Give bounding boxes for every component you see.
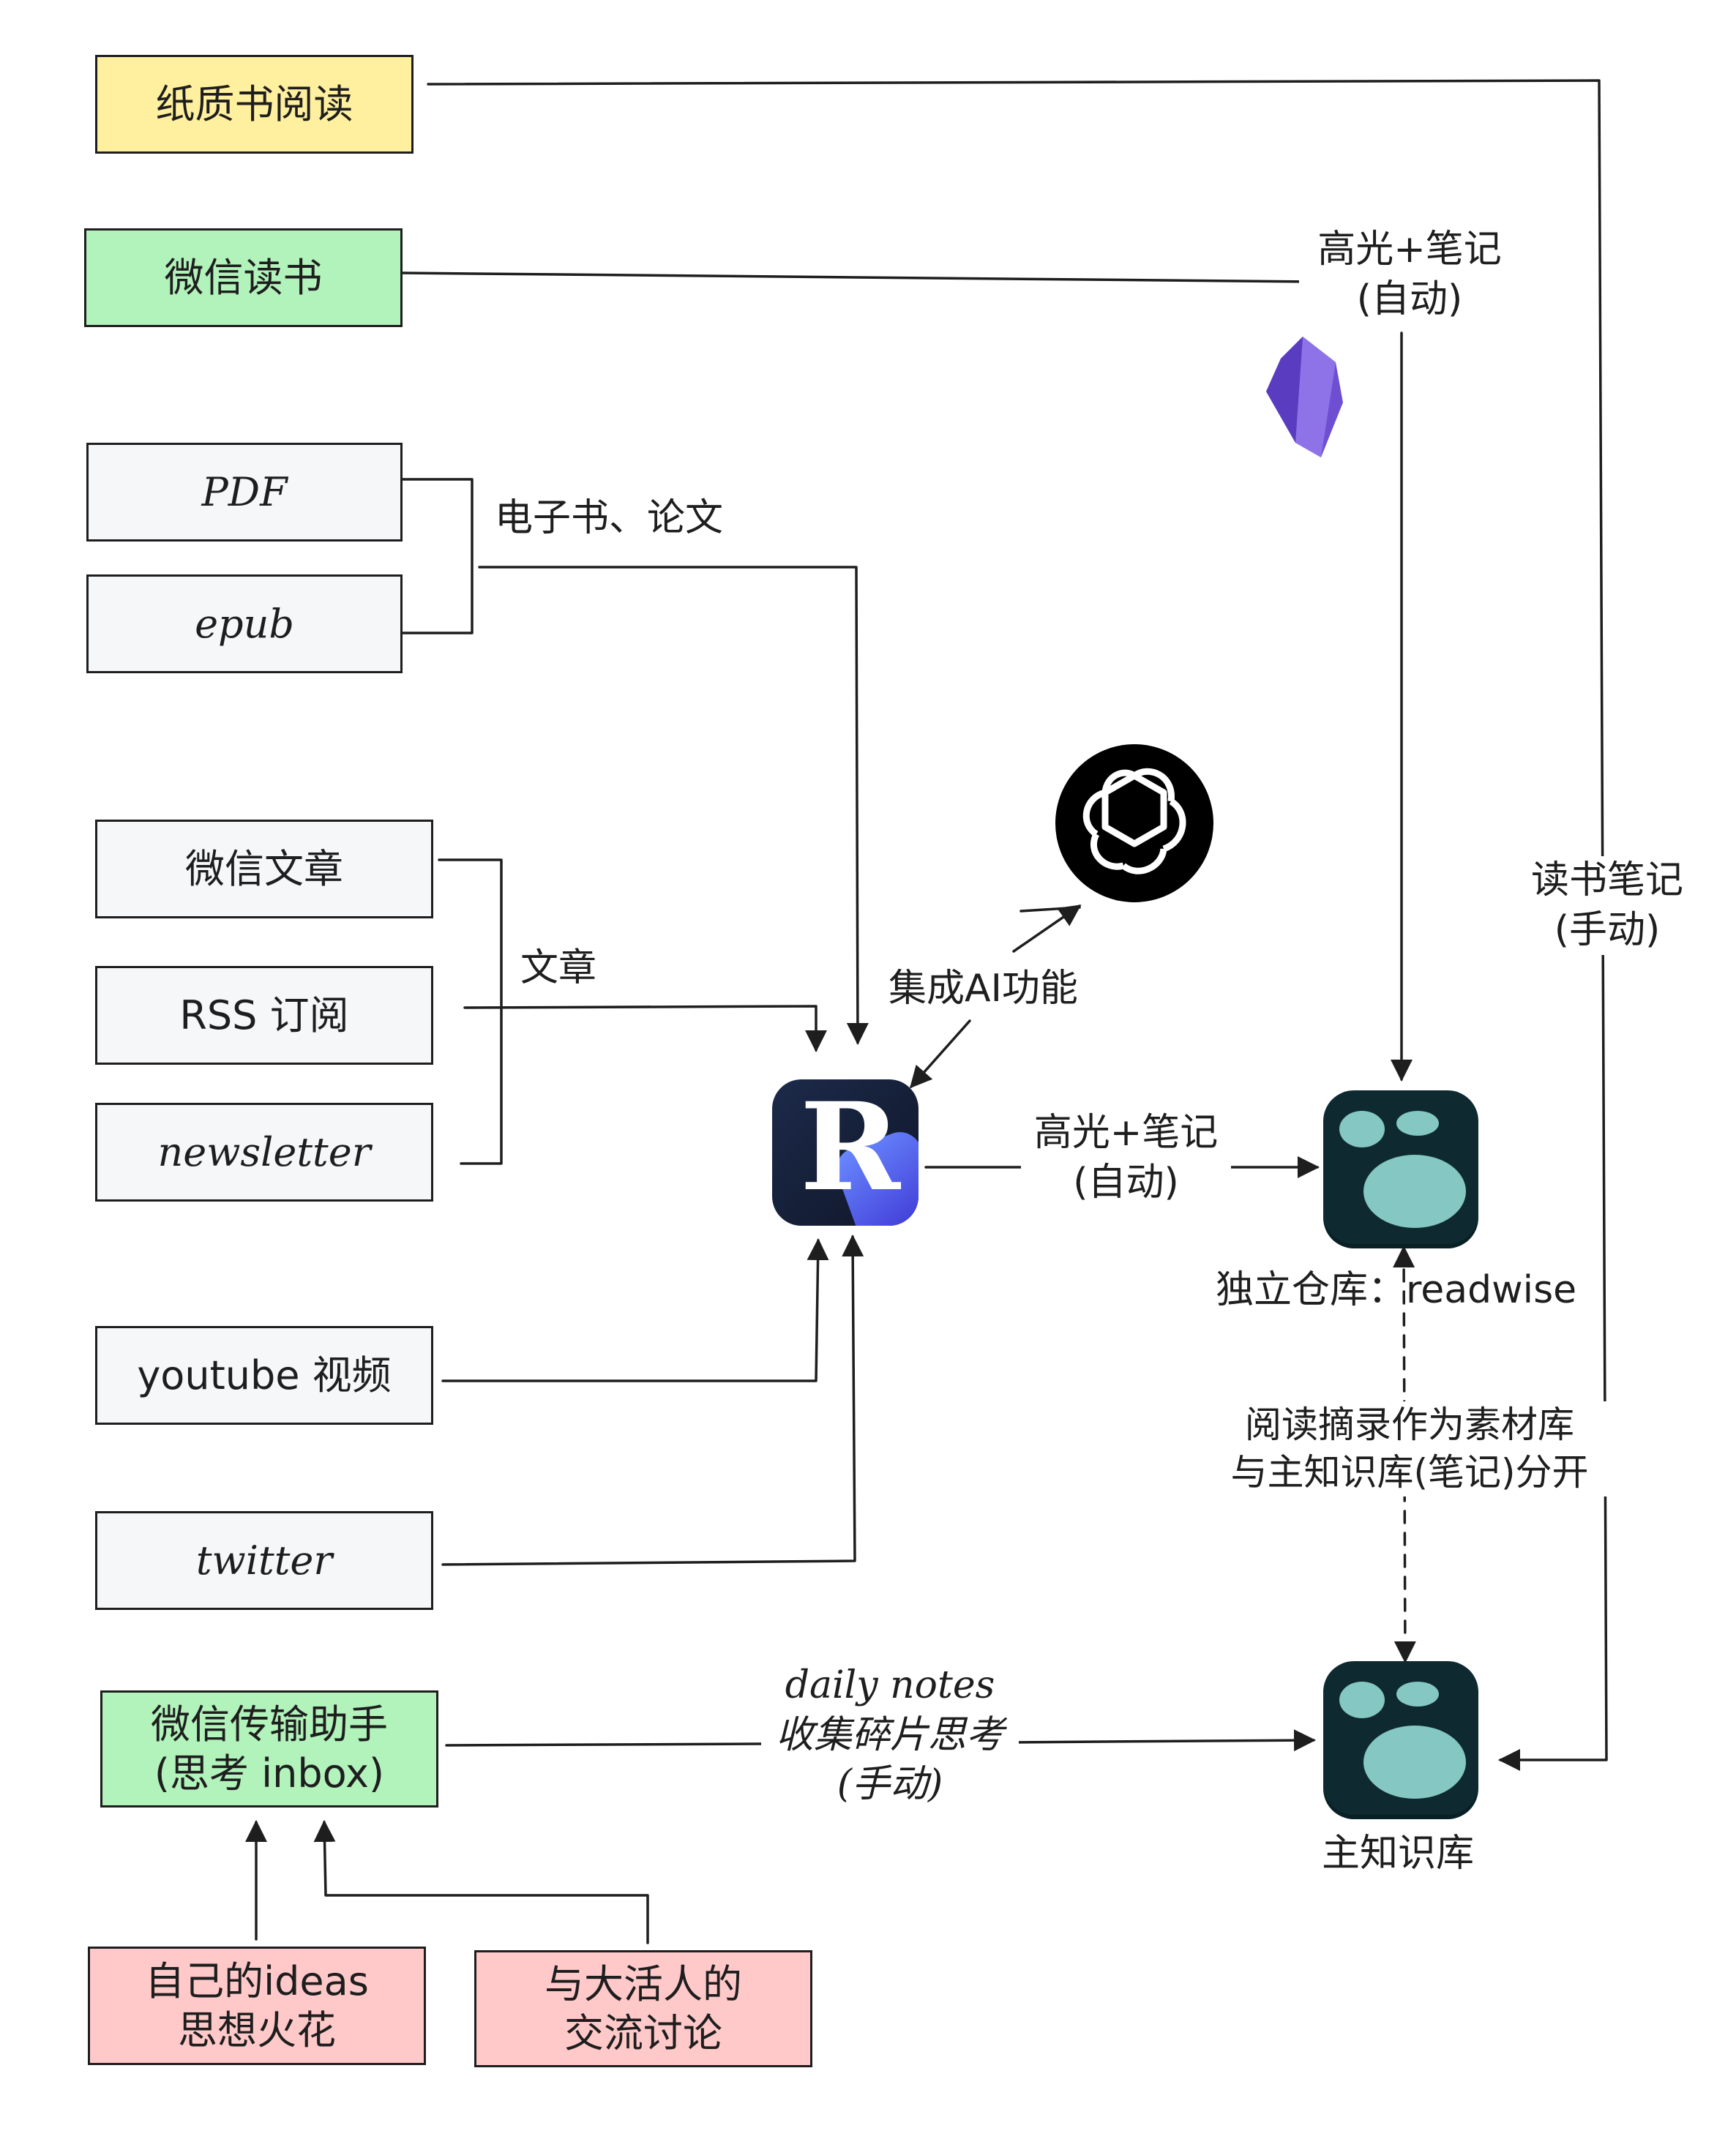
edge-twitter-to-reader xyxy=(441,1235,864,1566)
edge-youtube-to-reader xyxy=(441,1238,829,1382)
edge-ai-to-reader xyxy=(910,1019,971,1089)
node-discussion-label: 与大活人的 交流讨论 xyxy=(545,1960,742,2057)
node-weread-label: 微信读书 xyxy=(164,254,323,301)
label-reader-highlight: 高光+笔记 (自动) xyxy=(1021,1109,1231,1208)
edge-articles-bracket xyxy=(438,858,503,1165)
node-pdf[interactable]: PDF xyxy=(86,443,403,542)
edge-helper-to-main-a xyxy=(445,1742,763,1747)
logseq-blob-icon[interactable] xyxy=(1323,1090,1478,1244)
node-wechat-helper[interactable]: 微信传输助手 (思考 inbox) xyxy=(100,1690,438,1808)
readwise-reader-r-icon[interactable]: R xyxy=(772,1079,918,1226)
node-rss-label: RSS 订阅 xyxy=(179,992,349,1038)
label-standalone-repo: 独立仓库：readwise xyxy=(1216,1268,1577,1312)
node-youtube-label: youtube 视频 xyxy=(137,1352,392,1398)
label-ai-integration: 集成AI功能 xyxy=(884,964,1082,1014)
reader-letter: R xyxy=(800,1079,901,1218)
node-weread[interactable]: 微信读书 xyxy=(84,228,403,327)
node-discussion[interactable]: 与大活人的 交流讨论 xyxy=(474,1950,812,2067)
label-main-kb: 主知识库 xyxy=(1322,1832,1475,1876)
node-paper-books-label: 纸质书阅读 xyxy=(155,80,353,127)
edge-paper-to-main xyxy=(427,79,1608,1771)
label-separation: 阅读摘录作为素材库 与主知识库(笔记)分开 xyxy=(1200,1401,1619,1496)
node-newsletter-label: newsletter xyxy=(157,1128,371,1175)
node-epub-label: epub xyxy=(195,600,294,647)
node-wechat-helper-label: 微信传输助手 (思考 inbox) xyxy=(151,1701,388,1797)
node-wechat-articles-label: 微信文章 xyxy=(185,845,343,892)
edge-pdf-bracket xyxy=(401,478,474,634)
label-reading-notes: 读书笔记 (手动) xyxy=(1515,856,1699,956)
label-weread-highlight: 高光+笔记 (自动) xyxy=(1299,225,1520,325)
node-epub[interactable]: epub xyxy=(86,574,403,673)
node-own-ideas[interactable]: 自己的ideas 思想火花 xyxy=(88,1947,426,2065)
edge-ebook-to-reader xyxy=(478,566,869,1045)
label-ebook-paper: 电子书、论文 xyxy=(495,496,724,540)
edge-ai-to-chatgpt xyxy=(1012,904,1082,953)
node-twitter-label: twitter xyxy=(195,1537,333,1584)
node-own-ideas-label: 自己的ideas 思想火花 xyxy=(145,1958,369,2054)
label-articles: 文章 xyxy=(520,946,597,990)
node-paper-books[interactable]: 纸质书阅读 xyxy=(95,55,414,154)
node-newsletter[interactable]: newsletter xyxy=(95,1103,433,1202)
edge-articles-to-reader xyxy=(463,1005,827,1052)
edge-weread-to-repo xyxy=(401,271,1312,283)
openai-knot-icon[interactable] xyxy=(1054,743,1215,904)
logseq-main-blob-icon[interactable] xyxy=(1323,1661,1478,1815)
node-rss[interactable]: RSS 订阅 xyxy=(95,966,433,1065)
edge-discussion-to-helper xyxy=(313,1820,649,1944)
node-wechat-articles[interactable]: 微信文章 xyxy=(95,820,433,918)
label-daily-notes: daily notes 收集碎片思考 (手动) xyxy=(761,1661,1019,1810)
edge-helper-to-main-b xyxy=(1005,1729,1316,1752)
node-youtube[interactable]: youtube 视频 xyxy=(95,1326,433,1425)
node-pdf-label: PDF xyxy=(201,468,288,515)
obsidian-crystal-icon xyxy=(1266,337,1343,457)
node-twitter[interactable]: twitter xyxy=(95,1511,433,1610)
